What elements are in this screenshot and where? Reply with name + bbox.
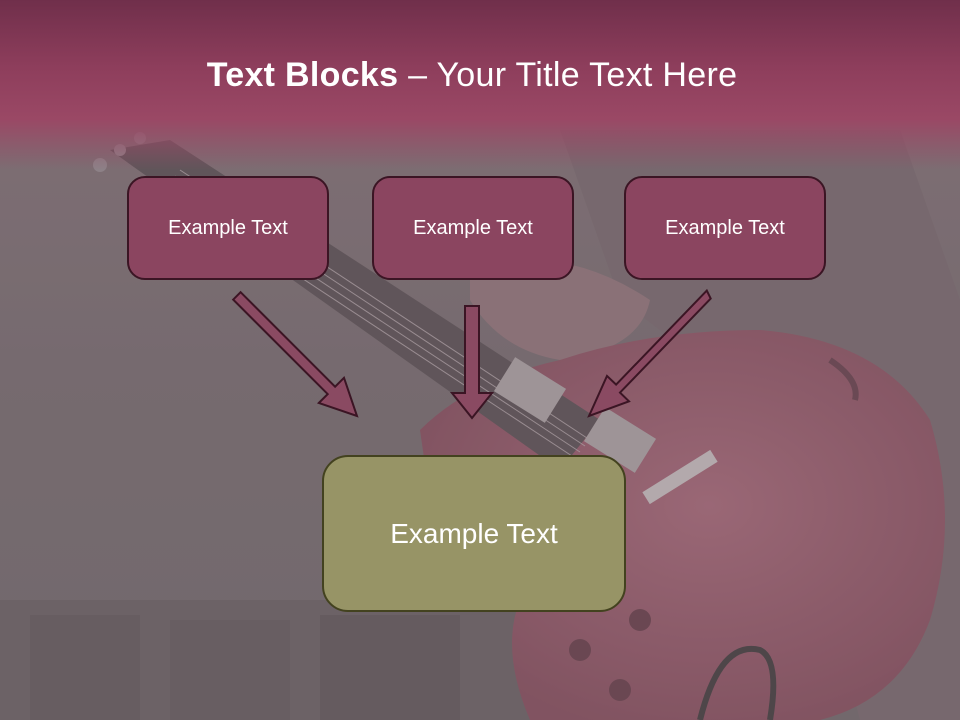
- title-regular-part: – Your Title Text Here: [398, 56, 738, 94]
- text-block-left[interactable]: Example Text: [127, 176, 329, 280]
- text-block-middle[interactable]: Example Text: [372, 176, 574, 280]
- page-title: Text Blocks – Your Title Text Here: [0, 52, 944, 98]
- text-block-center[interactable]: Example Text: [322, 455, 626, 612]
- title-bold-part: Text Blocks: [206, 56, 399, 94]
- text-block-right[interactable]: Example Text: [624, 176, 826, 280]
- title-band: [0, 0, 960, 170]
